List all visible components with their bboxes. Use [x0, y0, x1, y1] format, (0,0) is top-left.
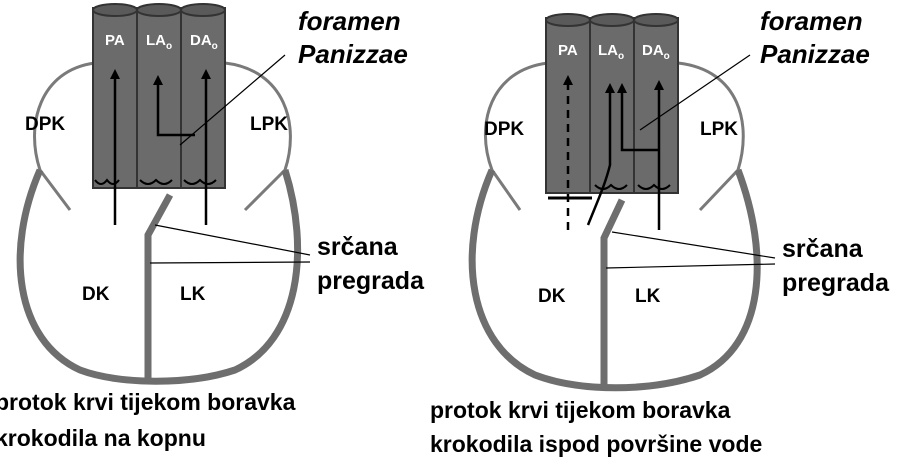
label-pa: PA [105, 32, 125, 49]
left-atrium-outline [677, 61, 745, 212]
label-pa: PA [558, 42, 578, 59]
label-lpk: LPK [700, 119, 738, 140]
septum-pointer-2 [605, 263, 776, 269]
label-dpk: DPK [25, 114, 65, 135]
label-lao: LAo [598, 42, 624, 62]
ventricle-outline [468, 168, 761, 392]
label-dpk: DPK [484, 119, 524, 140]
vessel-lao [589, 17, 635, 194]
right-atrium-outline [33, 61, 96, 211]
label-foramen-2: Panizzae [298, 39, 408, 69]
foramen-pointer [639, 54, 751, 131]
label-foramen-1: foramen [760, 6, 863, 36]
label-lk: LK [180, 284, 206, 305]
septum [600, 198, 626, 390]
vessel-pa [545, 17, 591, 194]
caption-line-2: krokodila ispod površine vode [430, 431, 762, 457]
septum-pointer-1 [154, 224, 311, 256]
label-foramen-1: foramen [298, 6, 401, 36]
panel-land: PA LAo DAo DPK LPK DK LK foramen Panizza… [0, 3, 425, 451]
caption-line-2: krokodila na kopnu [0, 425, 206, 451]
label-septum-1: srčana [782, 235, 864, 263]
label-lpk: LPK [250, 114, 288, 135]
label-dao: DAo [642, 42, 670, 62]
left-atrium-outline [224, 61, 292, 212]
caption-line-1: protok krvi tijekom boravka [430, 397, 731, 423]
panel-underwater: PA LAo DAo DPK LPK DK LK foramen Panizza… [430, 6, 890, 457]
foramen-pointer [179, 54, 286, 146]
ventricle-outline [16, 168, 302, 385]
right-atrium-outline [483, 61, 549, 211]
flow-arrow-lao-1 [586, 83, 615, 226]
label-septum-2: pregrada [317, 267, 425, 295]
label-dk: DK [82, 284, 110, 305]
label-lk: LK [635, 286, 661, 307]
label-foramen-2: Panizzae [760, 39, 870, 69]
flow-arrow-lao-2 [617, 83, 660, 152]
label-dao: DAo [190, 32, 218, 52]
label-lao: LAo [146, 32, 172, 52]
septum-pointer-1 [611, 231, 776, 259]
flow-arrow-lao [153, 75, 195, 137]
caption-line-1: protok krvi tijekom boravka [0, 389, 296, 415]
label-septum-1: srčana [317, 233, 399, 261]
septum [144, 193, 174, 382]
label-septum-2: pregrada [782, 269, 890, 297]
septum-pointer-2 [149, 261, 311, 264]
label-dk: DK [538, 286, 566, 307]
